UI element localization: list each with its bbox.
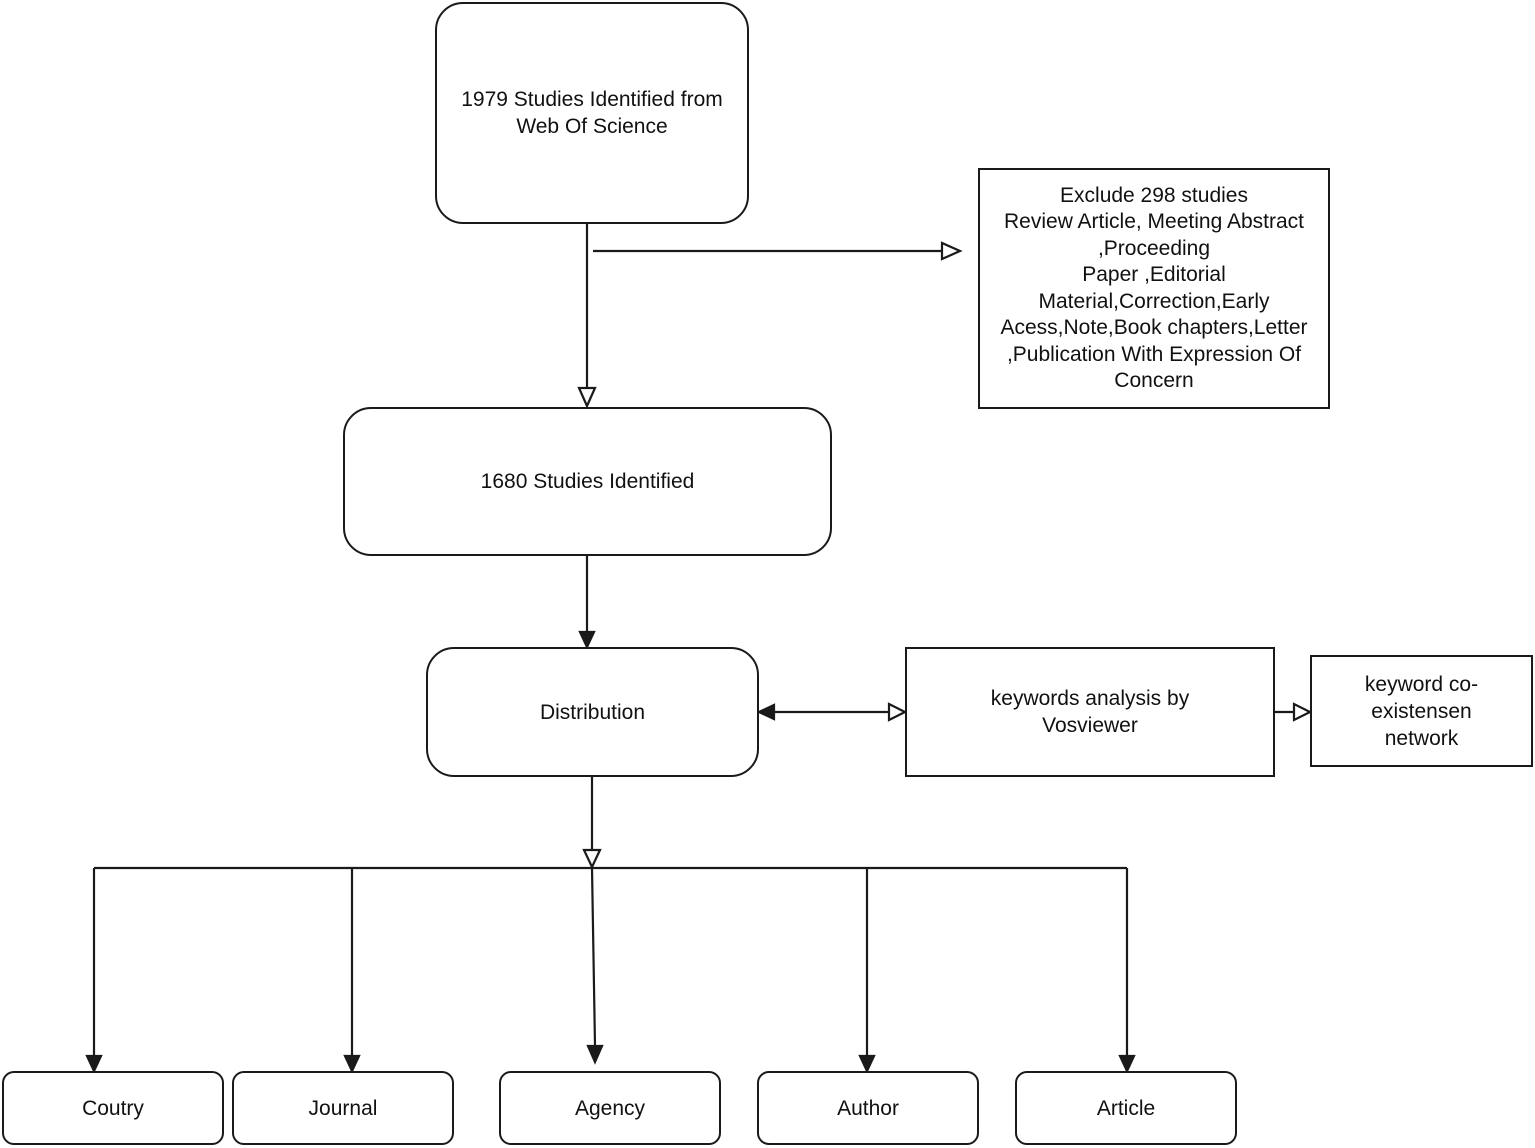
- category-label: Journal: [308, 1096, 378, 1120]
- exclusion-box: Exclude 298 studies Review Article, Meet…: [978, 168, 1330, 409]
- connector-to-agency: [590, 867, 597, 1047]
- exclusion-line: ,Publication With Expression Of: [1006, 342, 1302, 366]
- distribution-box: Distribution: [426, 647, 759, 777]
- category-box-article: Article: [1015, 1071, 1237, 1145]
- filled-arrowhead: [1118, 1054, 1136, 1074]
- category-label: Coutry: [82, 1096, 144, 1120]
- hollow-arrowhead: [577, 386, 597, 409]
- category-label: Article: [1096, 1096, 1156, 1120]
- category-label: Agency: [574, 1096, 646, 1120]
- hollow-arrowhead: [940, 241, 963, 261]
- keywords-analysis-line: Vosviewer: [1042, 714, 1138, 737]
- filled-arrowhead: [586, 1044, 604, 1065]
- exclusion-line: Concern: [1114, 369, 1194, 392]
- keywords-analysis-text: keywords analysis by Vosviewer: [991, 685, 1189, 739]
- source-line: Web Of Science: [516, 115, 668, 138]
- category-box-author: Author: [757, 1071, 979, 1145]
- hollow-arrowhead: [887, 702, 908, 722]
- hollow-arrowhead: [1292, 702, 1313, 722]
- exclusion-line: Exclude 298 studies: [1060, 183, 1248, 207]
- keywords-analysis-box: keywords analysis by Vosviewer: [905, 647, 1275, 777]
- identified-studies-label: 1680 Studies Identified: [480, 470, 695, 493]
- exclusion-line: Review Article, Meeting Abstract: [1004, 210, 1304, 233]
- distribution-label: Distribution: [539, 700, 646, 724]
- filled-arrowhead: [343, 1054, 361, 1074]
- exclusion-line: ,Proceeding: [1097, 236, 1211, 260]
- filled-arrowhead: [858, 1054, 876, 1074]
- category-box-coutry: Coutry: [2, 1071, 224, 1145]
- source-studies-text: 1979 Studies Identified from Web Of Scie…: [461, 86, 723, 140]
- exclusion-line: Material,Correction,Early: [1038, 289, 1270, 313]
- identified-studies-box: 1680 Studies Identified: [343, 407, 832, 556]
- category-box-journal: Journal: [232, 1071, 454, 1145]
- hollow-arrowhead: [582, 848, 602, 870]
- source-line: 1979 Studies Identified from: [461, 88, 723, 111]
- keyword-network-text: keyword co- existensen network: [1365, 671, 1478, 752]
- keyword-network-line: network: [1384, 726, 1459, 750]
- source-studies-box: 1979 Studies Identified from Web Of Scie…: [435, 2, 749, 224]
- exclusion-line: Paper ,Editorial: [1082, 263, 1226, 286]
- keyword-network-line: keyword co-: [1364, 672, 1479, 696]
- category-box-agency: Agency: [499, 1071, 721, 1145]
- exclusion-text: Exclude 298 studies Review Article, Meet…: [1001, 183, 1308, 395]
- exclusion-line: Acess,Note,Book chapters,Letter: [1000, 316, 1308, 339]
- keywords-analysis-line: keywords analysis by: [990, 687, 1190, 710]
- filled-arrowhead: [756, 703, 776, 721]
- filled-arrowhead: [85, 1054, 103, 1074]
- keyword-network-box: keyword co- existensen network: [1310, 655, 1533, 767]
- category-label: Author: [837, 1096, 899, 1120]
- keyword-network-line: existensen: [1371, 699, 1472, 723]
- filled-arrowhead: [578, 630, 596, 650]
